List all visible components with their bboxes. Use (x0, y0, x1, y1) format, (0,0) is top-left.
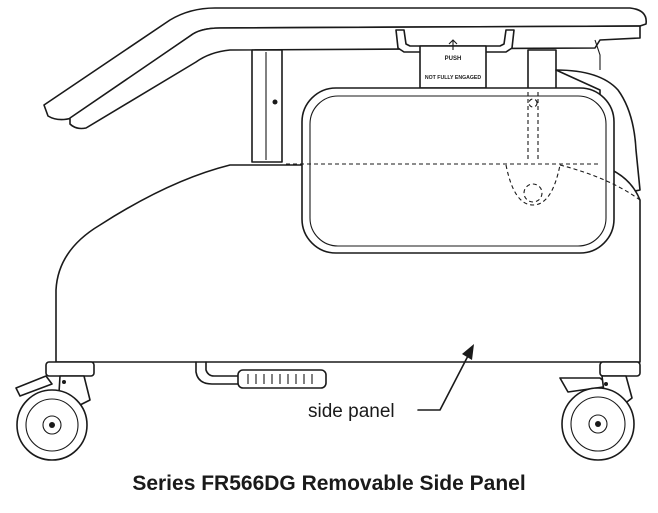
backrest (43, 7, 647, 130)
rear-housing (555, 69, 641, 199)
callout-arrowhead-icon (462, 344, 474, 360)
hinge-bracket: PUSH NOT FULLY ENGAGED (395, 29, 515, 89)
side-panel-callout: side panel (308, 344, 474, 422)
right-post (527, 49, 557, 93)
side-panel-label: side panel (308, 401, 395, 422)
not-fully-engaged-label: NOT FULLY ENGAGED (425, 75, 481, 81)
push-label: PUSH (445, 56, 462, 62)
hidden-lines (286, 92, 641, 206)
up-arrow-icon (448, 39, 458, 50)
foot-pedal (195, 361, 327, 389)
side-panel-window (301, 87, 615, 254)
right-caster-wheel (559, 361, 641, 461)
figure-caption: Series FR566DG Removable Side Panel (132, 472, 526, 495)
left-post (251, 49, 283, 163)
left-caster-wheel (15, 361, 95, 461)
